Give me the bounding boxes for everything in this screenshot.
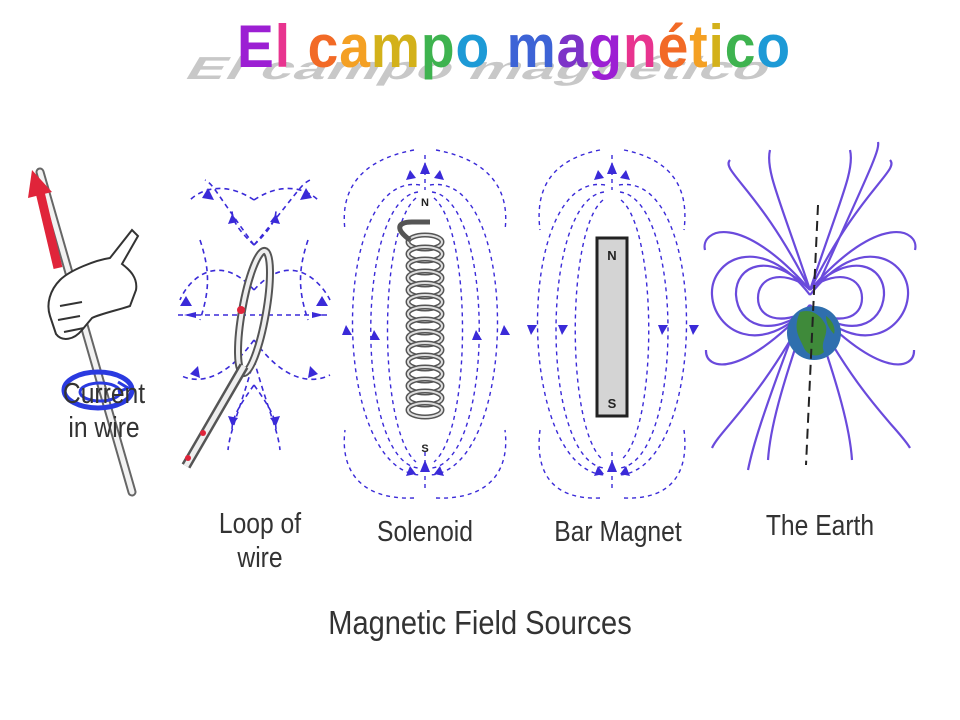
caption-line1: Solenoid	[377, 516, 473, 548]
solenoid-north-label: N	[421, 197, 429, 209]
solenoid-coil	[397, 219, 445, 420]
title-block: El campo magnético El campo magnético	[0, 8, 960, 98]
current-arrow-icon	[28, 170, 63, 270]
caption-the-earth: The Earth	[761, 509, 880, 543]
caption-line1: Current	[62, 378, 146, 410]
solenoid-icon: N S	[342, 149, 510, 499]
caption-current-in-wire: Current in wire	[53, 377, 155, 445]
footer-caption: Magnetic Field Sources	[328, 604, 632, 641]
magnetic-field-diagram: N S	[28, 141, 917, 499]
earth-icon	[703, 141, 917, 471]
caption-line1: Bar Magnet	[554, 516, 682, 548]
caption-solenoid: Solenoid	[370, 515, 481, 549]
caption-bar-magnet: Bar Magnet	[550, 515, 686, 549]
caption-line2: in wire	[68, 412, 140, 444]
circular-field-icon	[61, 369, 135, 411]
caption-line1: Loop of	[218, 508, 302, 540]
caption-line1: The Earth	[765, 510, 875, 542]
caption-line2: wire	[237, 542, 283, 574]
page-title: El campo magnético	[237, 13, 792, 80]
current-in-wire-icon	[28, 167, 140, 497]
solenoid-south-label: S	[421, 443, 428, 455]
magnet-north-label: N	[607, 248, 616, 263]
caption-loop-of-wire: Loop of wire	[209, 507, 311, 575]
loop-of-wire-icon	[178, 179, 331, 469]
magnet-south-label: S	[608, 396, 617, 411]
hand-icon	[47, 228, 140, 340]
bar-magnet-icon: N S	[527, 149, 699, 499]
